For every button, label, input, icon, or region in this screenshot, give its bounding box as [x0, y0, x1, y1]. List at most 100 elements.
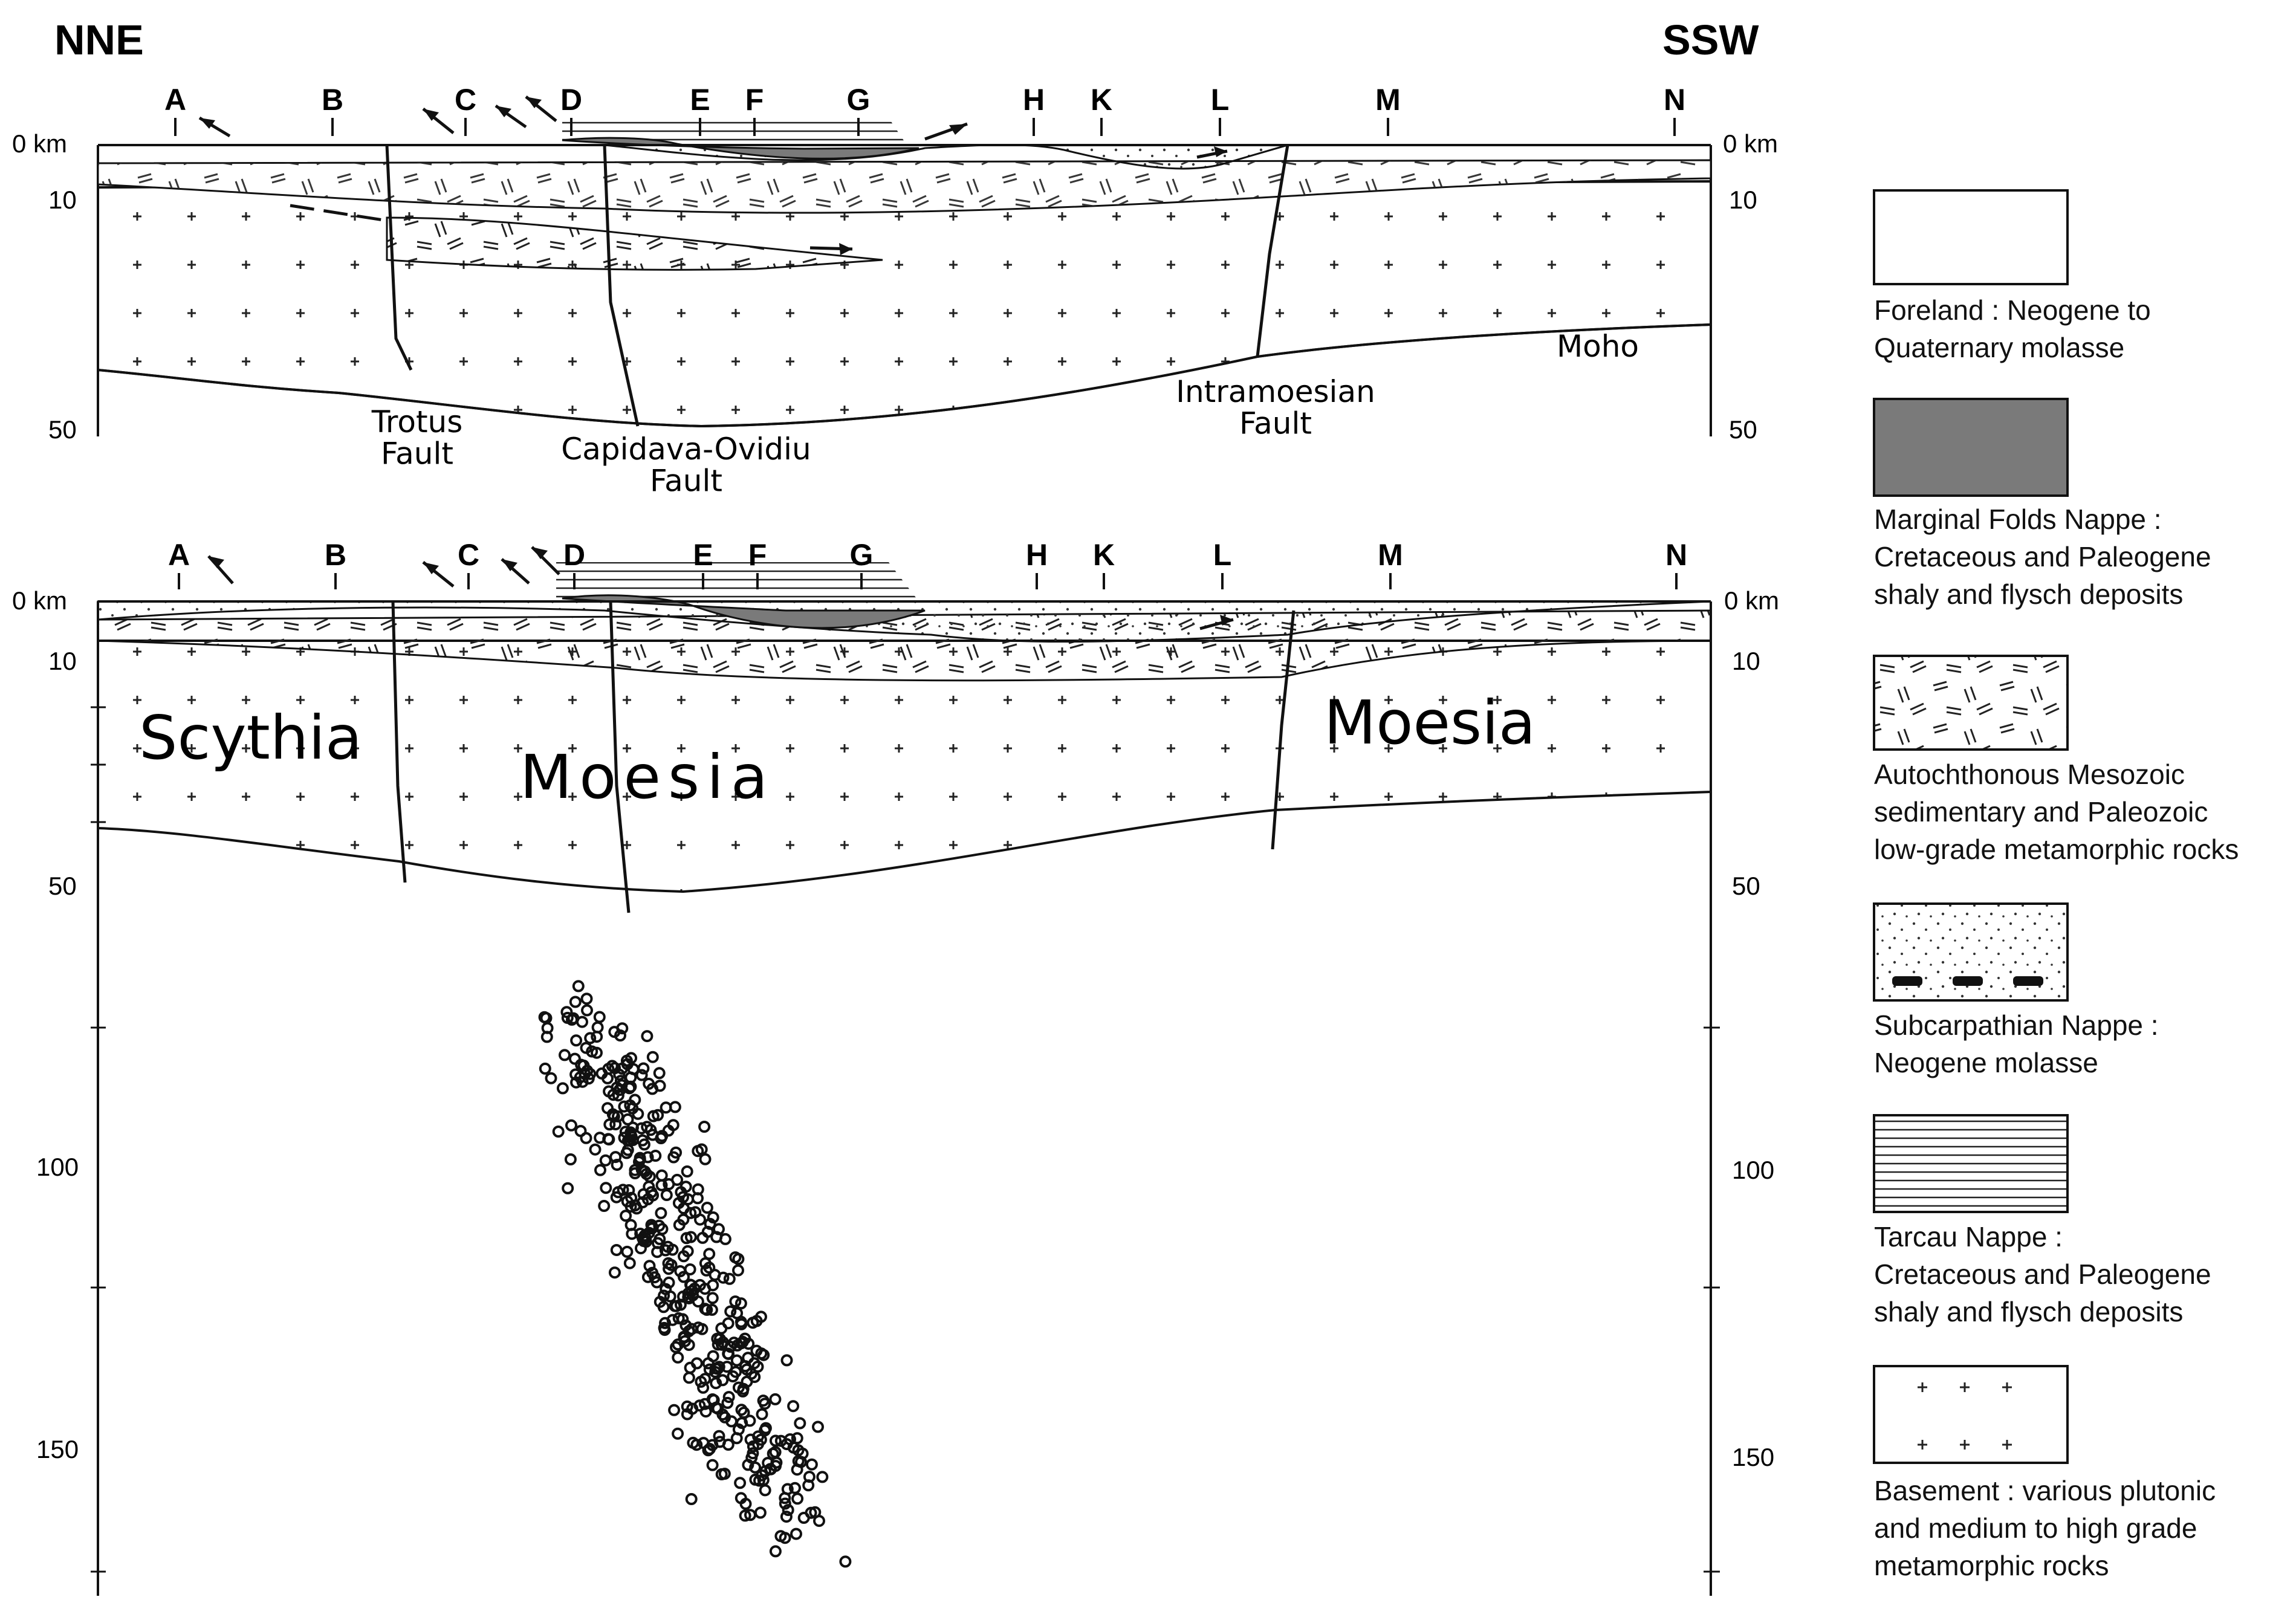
hypocenter-marker — [724, 1305, 737, 1318]
legend-text-tarcau: Tarcau Nappe : Cretaceous and Paleogene … — [1874, 1221, 2211, 1327]
hypocenter-marker — [677, 1291, 689, 1303]
depth-tick-label: 10 — [48, 186, 77, 214]
hypocenter-marker — [594, 1164, 606, 1176]
hypocenter-marker — [703, 1363, 716, 1376]
depth-tick-label: 10 — [48, 647, 77, 675]
hypocenter-marker — [732, 1264, 744, 1277]
hypocenter-marker — [710, 1231, 723, 1243]
hypocenter-marker — [564, 1153, 577, 1165]
profile-letter: L — [1211, 83, 1230, 117]
depth-tick-label: 10 — [1729, 186, 1757, 214]
hypocenter-marker — [752, 1438, 764, 1450]
hypocenter-marker — [713, 1430, 725, 1442]
hypocenter-marker — [791, 1492, 804, 1505]
profile-letter: L — [1213, 538, 1232, 572]
hypocenter-marker — [701, 1202, 713, 1214]
depth-tick-label: 50 — [1729, 415, 1757, 444]
hypocenter-marker — [741, 1363, 753, 1376]
depth-tick-label: 0 km — [1724, 586, 1779, 615]
hypocenter-marker — [569, 996, 582, 1008]
hypocenter-marker — [668, 1404, 681, 1416]
hypocenter-marker — [635, 1069, 648, 1081]
hypocenter-marker — [599, 1154, 612, 1167]
hypocenter-marker — [645, 1219, 658, 1231]
hypocenter-marker — [662, 1124, 675, 1137]
depth-tick-label: 0 km — [12, 129, 67, 158]
hypocenter-marker — [707, 1211, 719, 1223]
hypocenter-marker — [589, 1143, 602, 1156]
hypocenter-marker — [608, 1110, 620, 1123]
hypocenter-marker — [684, 1361, 696, 1374]
orientation-right: SSW — [1662, 16, 1759, 63]
profile-letter: E — [690, 83, 710, 117]
hypocenter-marker — [678, 1250, 690, 1263]
hypocenter-marker — [652, 1237, 664, 1249]
hypocenter-marker — [600, 1182, 612, 1194]
hypocenter-marker — [580, 993, 593, 1005]
hypocenter-marker — [643, 1260, 656, 1272]
hypocenter-marker — [732, 1423, 745, 1436]
hypocenter-marker — [769, 1393, 782, 1405]
hypocenter-marker — [792, 1455, 805, 1468]
hypocenter-marker — [752, 1430, 765, 1443]
hypocenter-marker — [562, 1182, 574, 1194]
profile-letter: G — [847, 83, 871, 117]
profile-letter: M — [1375, 83, 1401, 117]
hypocenter-marker — [706, 1292, 719, 1304]
legend-swatch-autochthonous — [1873, 655, 2069, 751]
hypocenter-marker — [697, 1381, 710, 1394]
profile-letter: A — [168, 538, 190, 572]
profile-letter: F — [748, 538, 767, 572]
hypocenter-marker — [545, 1072, 557, 1084]
hypocenter-marker — [710, 1377, 722, 1390]
profile-letter: D — [563, 538, 585, 572]
hypocenter-marker — [699, 1153, 712, 1165]
hypocenter-marker — [577, 1059, 590, 1072]
hypocenter-marker — [747, 1317, 759, 1329]
hypocenter-marker — [706, 1393, 719, 1405]
profile-letter: G — [850, 538, 874, 572]
profile-letter: E — [693, 538, 713, 572]
hypocenter-marker — [705, 1303, 718, 1316]
hypocenter-marker — [616, 1062, 629, 1075]
hypocenter-marker — [570, 1076, 583, 1089]
hypocenter-marker — [581, 1004, 593, 1017]
lower-section — [97, 546, 1712, 1596]
hypocenter-marker — [757, 1395, 770, 1407]
hypocenter-marker — [780, 1354, 793, 1367]
hypocenter-marker — [658, 1289, 670, 1302]
hypocenter-marker — [632, 1107, 644, 1120]
hypocenter-marker — [756, 1469, 768, 1482]
hypocenter-marker — [779, 1497, 791, 1510]
hypocenter-marker — [621, 1195, 634, 1208]
hypocenter-marker — [687, 1436, 699, 1449]
hypocenter-marker — [684, 1263, 696, 1275]
profile-letter: B — [322, 83, 343, 117]
hypocenter-marker — [540, 1012, 553, 1025]
hypocenter-marker — [802, 1479, 815, 1492]
hypocenter-marker — [779, 1532, 791, 1544]
legend-swatch-foreland — [1873, 189, 2069, 285]
hypocenter-marker — [722, 1317, 735, 1330]
hypocenter-marker — [591, 1046, 603, 1059]
legend — [1873, 189, 2069, 1464]
hypocenter-marker — [692, 1192, 704, 1205]
hypocenter-marker — [611, 1159, 623, 1171]
profile-letter: F — [745, 83, 764, 117]
hypocenter-marker — [614, 1075, 627, 1087]
hypocenter-marker — [688, 1282, 701, 1295]
hypocenter-marker — [655, 1169, 668, 1182]
moho-label: Moho — [1557, 329, 1639, 364]
hypocenter-marker — [609, 1151, 622, 1164]
hypocenter-marker — [658, 1321, 670, 1334]
hypocenter-marker — [641, 1121, 653, 1133]
hypocenter-marker — [656, 1223, 669, 1236]
hypocenter-marker — [653, 1080, 666, 1092]
hypocenter-marker — [623, 1257, 636, 1269]
hypocenter-marker — [614, 1029, 626, 1042]
legend-text-marginal-folds: Marginal Folds Nappe : Cretaceous and Pa… — [1874, 504, 2211, 610]
hypocenter-marker — [704, 1443, 716, 1455]
hypocenter-marker — [681, 1165, 693, 1178]
hypocenter-marker — [666, 1314, 679, 1326]
